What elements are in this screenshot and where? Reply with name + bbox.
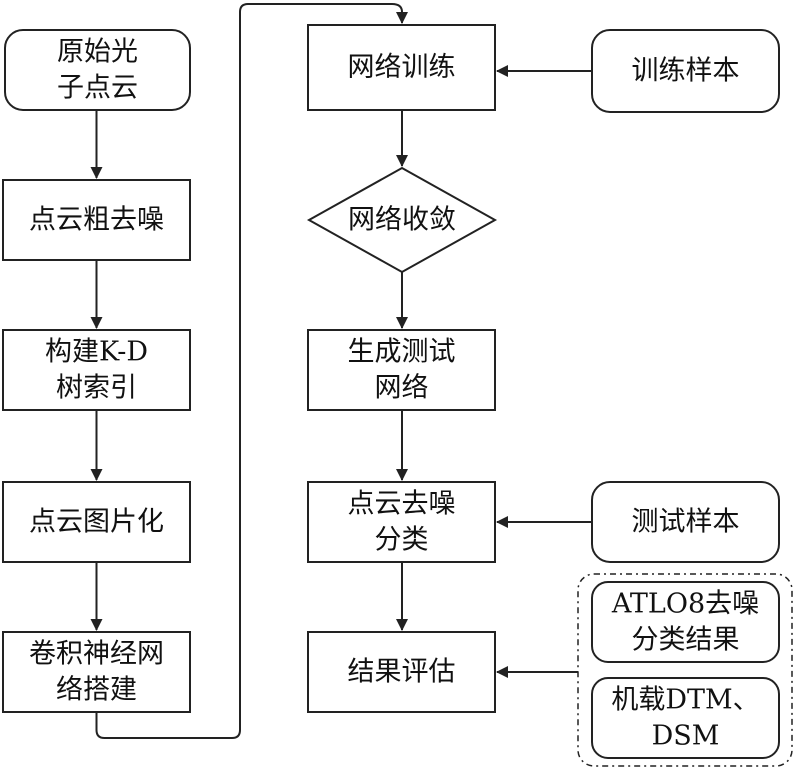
node-cnn-build: 卷积神经网 络搭建 [2,631,191,713]
node-atl08-results-line-1: ATLO8去噪 [611,589,759,620]
node-test-samples-label: 测试样本 [632,507,740,538]
node-raw-point-cloud-line-2: 子点云 [57,73,138,104]
node-network-convergence-label: 网络收敛 [348,205,456,236]
node-network-convergence: 网络收敛 [306,166,498,274]
node-cnn-build-line-1: 卷积神经网 [29,639,164,670]
node-kd-tree-index-line-2: 树索引 [56,373,137,404]
node-airborne-dtm-dsm-line-1: 机载DTM、 [611,685,759,716]
node-result-evaluation-label: 结果评估 [348,657,456,688]
node-network-training: 网络训练 [307,24,496,111]
node-airborne-dtm-dsm: 机载DTM、 DSM [591,677,780,759]
node-denoise-classification-line-1: 点云去噪 [348,489,456,520]
node-coarse-denoise-label: 点云粗去噪 [29,205,164,236]
node-point-cloud-to-image: 点云图片化 [2,481,191,563]
node-result-evaluation: 结果评估 [307,631,496,713]
edge-cnn-to-training [95,3,408,739]
node-raw-point-cloud: 原始光 子点云 [4,29,191,111]
node-generate-test-network-line-2: 网络 [375,373,429,404]
node-denoise-classification: 点云去噪 分类 [307,481,496,563]
node-raw-point-cloud-line-1: 原始光 [57,37,138,68]
node-atl08-results-line-2: 分类结果 [632,625,740,656]
node-denoise-classification-line-2: 分类 [375,525,429,556]
node-network-training-label: 网络训练 [348,52,456,83]
node-training-samples-label: 训练样本 [632,56,740,87]
node-cnn-build-line-2: 络搭建 [56,675,137,706]
node-training-samples: 训练样本 [591,29,780,113]
node-atl08-results: ATLO8去噪 分类结果 [591,581,780,663]
node-kd-tree-index-line-1: 构建K-D [45,337,148,368]
node-point-cloud-to-image-label: 点云图片化 [29,507,164,538]
node-airborne-dtm-dsm-line-2: DSM [652,721,720,752]
node-kd-tree-index: 构建K-D 树索引 [2,329,191,411]
node-generate-test-network: 生成测试 网络 [307,329,496,411]
node-generate-test-network-line-1: 生成测试 [348,337,456,368]
node-coarse-denoise: 点云粗去噪 [2,179,191,261]
node-test-samples: 测试样本 [591,481,780,563]
reference-data-group [577,573,793,767]
